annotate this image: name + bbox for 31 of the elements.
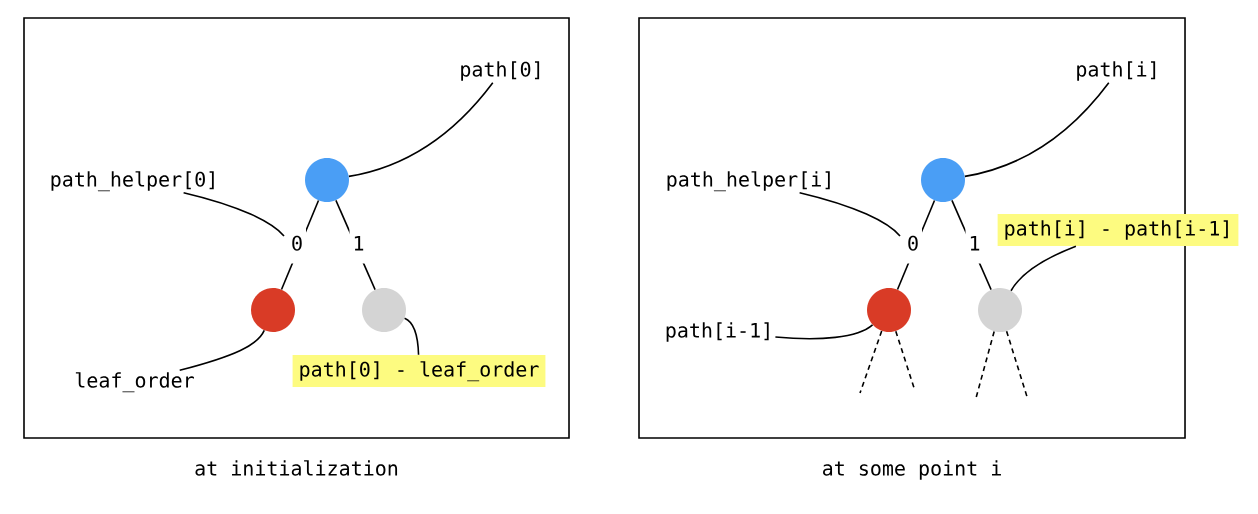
tree-node: [867, 288, 911, 332]
panel-caption: at some point i: [823, 460, 1001, 480]
leader-line: [798, 191, 901, 237]
variable-label: path[i]: [1077, 61, 1156, 81]
variable-label: path[0]: [461, 61, 540, 81]
leader-line: [182, 191, 285, 237]
tree-node: [305, 158, 349, 202]
leader-line: [964, 81, 1110, 178]
highlighted-label: path[0] - leaf_order: [292, 355, 546, 387]
edge-label: 0: [904, 226, 923, 264]
edge-label: 1: [349, 226, 368, 264]
panel-frame: [23, 17, 570, 439]
leader-line: [348, 81, 494, 178]
variable-label: leaf_order: [75, 372, 194, 393]
highlighted-label: path[i] - path[i-1]: [997, 214, 1239, 246]
leader-line: [178, 329, 266, 372]
edge-label: 1: [965, 226, 984, 264]
leader-line: [1010, 245, 1077, 292]
variable-label: path[i-1]: [666, 322, 769, 342]
tree-node: [251, 288, 295, 332]
dashed-branch: [975, 330, 995, 399]
tree-node: [362, 288, 406, 332]
leader-line: [403, 317, 420, 356]
leader-line: [774, 324, 874, 340]
tree-node: [978, 288, 1022, 332]
dashed-branch: [859, 330, 883, 394]
panel-caption: at initialization: [195, 460, 398, 476]
tree-node: [921, 158, 965, 202]
variable-label: path_helper[i]: [667, 171, 830, 192]
variable-label: path_helper[0]: [51, 171, 214, 192]
edge-label: 0: [288, 226, 307, 264]
